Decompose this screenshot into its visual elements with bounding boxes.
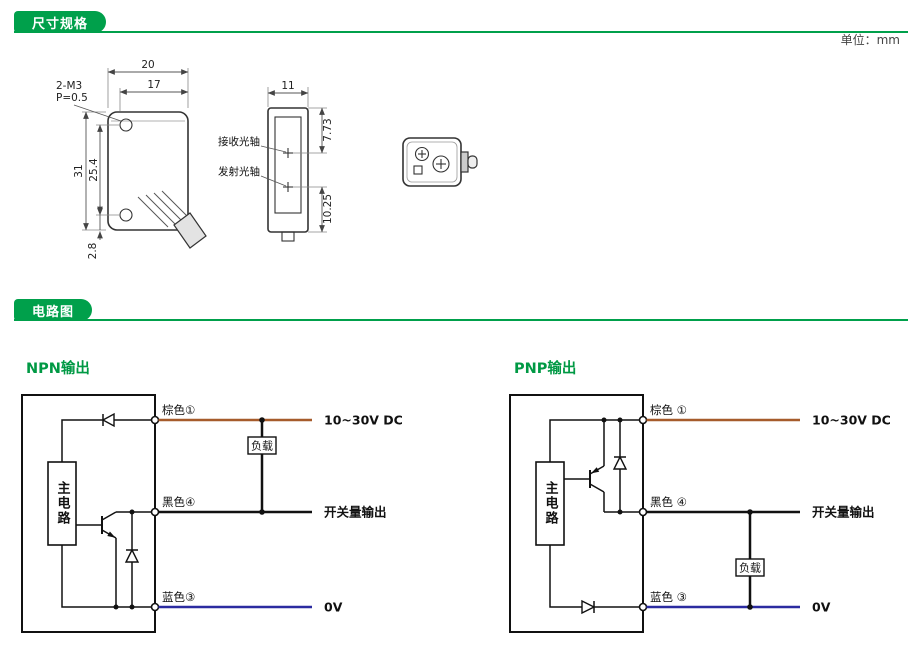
pnp-black-wire-label: 黑色 ④: [650, 495, 687, 509]
npn-load-label: 负载: [251, 439, 273, 453]
npn-junction-dots: [113, 509, 135, 610]
pnp-title: PNP输出: [514, 361, 577, 377]
dim-bottom-offset: 2.8: [87, 243, 99, 260]
npn-series-diode: [101, 412, 115, 428]
pnp-main-circuit-label: 主电路: [542, 481, 558, 526]
pnp-circuit-diagram: 负载 棕色 ① 黑色 ④ 蓝色 ③ 10~30V DC 开关量输出 0V: [509, 394, 891, 633]
cable-relief-hatching: [137, 190, 189, 228]
dim-width-outer-group: 20: [107, 59, 189, 108]
sensor-body-outline: [107, 111, 189, 231]
pnp-black-terminal-label: 开关量输出: [812, 505, 875, 520]
dim-receive-axis: 7.73: [322, 118, 334, 141]
npn-brown-wire-label: 棕色①: [162, 403, 195, 417]
thread-callout-group: 2-M3 P=0.5: [56, 80, 122, 122]
pnp-series-diode: [581, 599, 596, 615]
dim-bottom-offset-group: 2.8: [87, 205, 103, 260]
pnp-blue-terminal-label: 0V: [812, 600, 831, 615]
thread-label-line2: P=0.5: [56, 92, 88, 104]
dimensions-header-line: [14, 31, 908, 33]
connector-stub: [460, 151, 478, 173]
dim-front-width: 11: [281, 80, 294, 92]
pnp-internal-wiring: [549, 419, 640, 608]
pnp-junction-dots: [601, 417, 623, 515]
rear-inner-frame: [406, 141, 458, 183]
dim-emit-axis-group: 10.25: [293, 186, 334, 233]
dim-width-inner: 17: [147, 79, 160, 91]
npn-outer-box: [21, 394, 156, 633]
dimensions-section-badge: 尺寸规格: [14, 11, 107, 33]
rear-body-outline: [402, 137, 462, 187]
dim-hole-spacing: 25.4: [88, 158, 100, 182]
receive-axis-leader: [260, 145, 287, 153]
npn-title: NPN输出: [26, 361, 90, 377]
receive-axis-marker: [283, 148, 293, 158]
adjuster-screw-small: [414, 146, 430, 162]
dim-height-group: 31: [73, 111, 106, 231]
cable-stub: [173, 212, 207, 249]
npn-brown-terminal-label: 10~30V DC: [324, 413, 403, 428]
indicator-window: [413, 165, 423, 175]
thread-label-line1: 2-M3: [56, 80, 82, 92]
circuit-header-line: [14, 319, 908, 321]
pnp-outer-box: [509, 394, 644, 633]
npn-blue-terminal-label: 0V: [324, 600, 343, 615]
emit-axis-label: 发射光轴: [218, 165, 260, 178]
dim-receive-axis-group: 7.73: [293, 107, 334, 154]
pnp-main-circuit-box: [535, 461, 565, 546]
npn-black-wire-label: 黑色④: [162, 495, 195, 509]
dim-emit-axis: 10.25: [322, 194, 334, 224]
dim-front-width-group: 11: [267, 80, 309, 107]
npn-main-circuit-label: 主电路: [54, 481, 70, 526]
npn-protection-diode: [124, 548, 140, 563]
rear-view-drawing: [402, 137, 478, 187]
npn-circuit-diagram: 负载 棕色① 黑色④ 蓝色③ 10~30V DC 开关量输出 0V: [21, 394, 403, 633]
pnp-load-label: 负载: [739, 561, 761, 575]
npn-blue-wire-label: 蓝色③: [162, 590, 195, 604]
unit-label: 单位：mm: [840, 33, 900, 47]
side-view-drawing: 20 17 31 25.4 2.8: [56, 59, 207, 260]
dim-width-outer: 20: [141, 59, 154, 71]
emit-axis-marker: [283, 182, 293, 192]
dim-height: 31: [73, 164, 85, 177]
receive-axis-label: 接收光轴: [218, 135, 260, 148]
circuit-section-badge: 电路图: [14, 299, 93, 321]
adjuster-screw-large: [432, 155, 450, 173]
npn-main-circuit-box: [47, 461, 77, 546]
bottom-tab: [281, 231, 295, 242]
front-view-drawing: 11 接收光轴 发射光轴 7.73 10: [218, 80, 334, 242]
pnp-brown-wire-label: 棕色 ①: [650, 403, 687, 417]
pnp-transistor-emitter-arrow: [591, 467, 600, 474]
emit-axis-leader: [260, 175, 287, 187]
pnp-blue-wire-label: 蓝色 ③: [650, 590, 687, 604]
dim-width-inner-group: 17: [119, 79, 189, 111]
npn-transistor-emitter-arrow: [107, 531, 116, 538]
pnp-load-branch: [735, 509, 765, 610]
pnp-brown-terminal-label: 10~30V DC: [812, 413, 891, 428]
npn-black-terminal-label: 开关量输出: [324, 505, 387, 520]
lens-window: [274, 116, 302, 214]
pnp-protection-diode: [612, 455, 628, 470]
npn-load-branch: [247, 417, 277, 515]
